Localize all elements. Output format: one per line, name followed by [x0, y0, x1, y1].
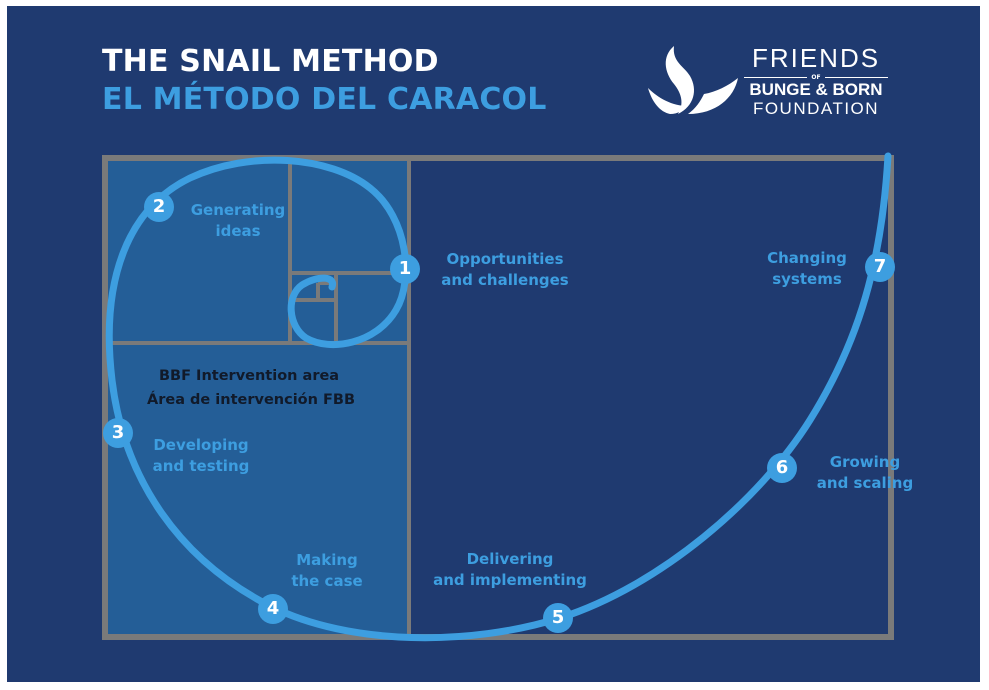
logo-of-text: OF [811, 73, 821, 81]
step-7-label: Changing systems [767, 249, 847, 288]
step-2-marker: 2 [144, 192, 174, 222]
step-4-marker: 4 [258, 594, 288, 624]
logo-foundation-text: FOUNDATION [752, 99, 880, 118]
step-1-marker: 1 [390, 254, 420, 284]
step-5-label: Delivering and implementing [433, 550, 587, 589]
step-3-label: Developing and testing [152, 436, 250, 475]
step-1-label: Opportunities and challenges [441, 250, 569, 289]
step-6-marker: 6 [767, 453, 797, 483]
step-4-label: Making the case [291, 551, 363, 590]
foundation-logo: FRIENDS OF BUNGE & BORN FOUNDATION [644, 44, 894, 118]
step-2-label: Generating ideas [190, 201, 286, 240]
step-7-marker: 7 [865, 252, 895, 282]
step-5-marker: 5 [543, 603, 573, 633]
snail-spiral [105, 152, 892, 642]
title-spanish: EL MÉTODO DEL CARACOL [102, 82, 547, 117]
step-6-label: Growing and scaling [816, 453, 914, 492]
intervention-area-fill [105, 158, 409, 637]
intervention-area-label-es: Área de intervención FBB [147, 392, 356, 408]
logo-bunge-born-text: BUNGE & BORN [749, 80, 883, 99]
intervention-area-label-en: BBF Intervention area [159, 368, 340, 384]
logo-friends-text: FRIENDS [751, 43, 881, 73]
outer-frame [102, 155, 894, 640]
title-english: THE SNAIL METHOD [102, 44, 439, 79]
flame-leaf-icon [648, 46, 738, 114]
step-3-marker: 3 [103, 418, 133, 448]
